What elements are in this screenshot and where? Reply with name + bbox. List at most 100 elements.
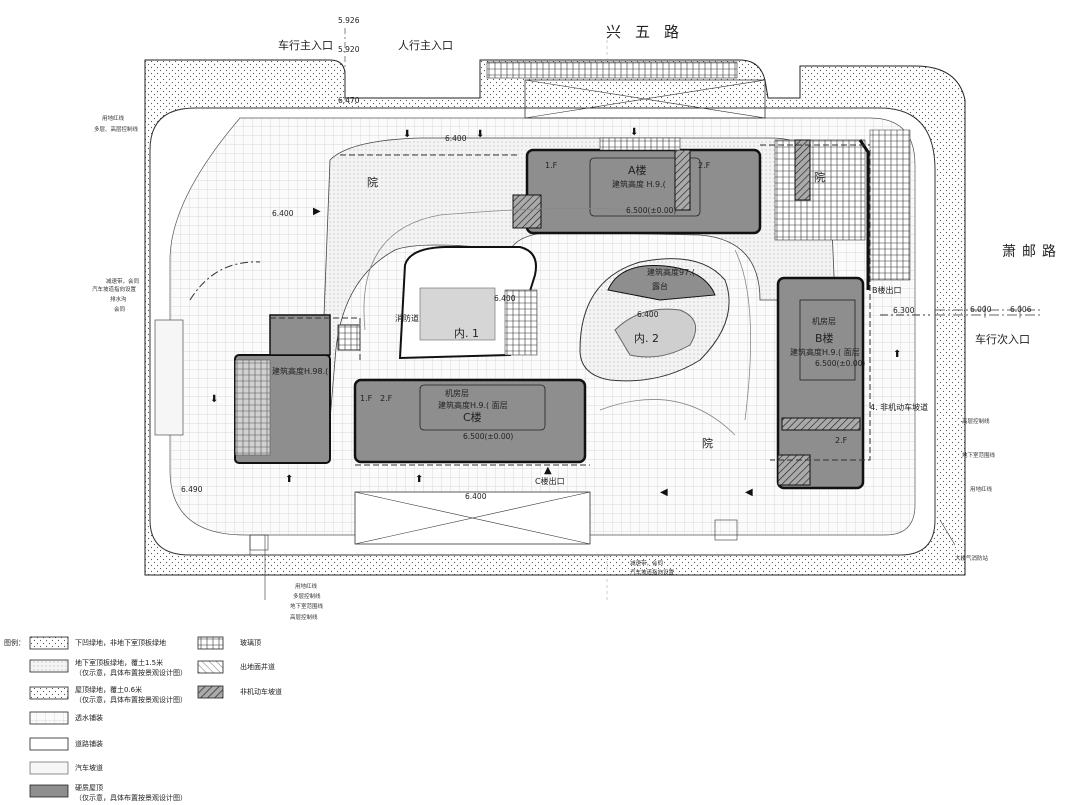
building-a-elev: 6.500(±0.00): [626, 206, 677, 215]
road-north-label: 兴五路: [606, 23, 694, 41]
legend-item-1: 下凹绿地，非地下室顶板绿地: [75, 639, 166, 647]
legend-swatch-1: [29, 636, 69, 650]
legend-item-3: 屋顶绿地，覆土0.6米: [75, 686, 143, 694]
legend-swatch-7: [29, 784, 69, 798]
legend-swatch-6: [29, 761, 69, 775]
elev-6300: 6.300: [893, 306, 915, 315]
legend-item-9: 出地面井道: [240, 663, 275, 671]
annot-left-3: 减速带，会同: [106, 279, 140, 285]
annot-left-1: 用地红线: [102, 116, 125, 122]
elev-5920: 5.920: [338, 45, 360, 54]
arrow-icon: ⬇: [476, 129, 485, 140]
building-a: [525, 148, 762, 235]
west-ramp: [154, 319, 184, 436]
annot-bottom-3: 地下室范围线: [290, 604, 324, 610]
vehicle-main-entrance: 车行主入口: [278, 39, 333, 52]
arrow-icon: ⬇: [630, 127, 639, 138]
legend-item-7-note: （仅示意，具体布置按景观设计图）: [75, 794, 187, 802]
annot-right-3: 用地红线: [970, 487, 993, 493]
legend-item-3-note: （仅示意，具体布置按景观设计图）: [75, 696, 187, 704]
annot-left-2: 多层、高层控制线: [94, 127, 139, 133]
elev-6006: 6.006: [1010, 305, 1032, 314]
building-a-height: 建筑高度 H.9.(: [612, 180, 666, 189]
north-strip: [486, 61, 738, 79]
ramp-exit-b: B楼出口: [872, 286, 902, 295]
arrow-icon: ⬇: [403, 129, 412, 140]
arrow-icon: ▶: [313, 206, 321, 217]
legend-item-8: 玻璃顶: [240, 639, 261, 647]
legend-swatch-8: [197, 636, 224, 650]
fire-road-label: 消防道: [395, 314, 419, 323]
building-b-room: 机房层: [812, 317, 836, 326]
building-c-elev: 6.500(±0.00): [463, 432, 514, 441]
annot-left-4: 汽车坡道指向设置: [92, 287, 137, 293]
legend-item-7: 硬质屋顶: [75, 784, 103, 792]
building-b-height: 建筑高度H.9.( 面层: [790, 348, 860, 357]
vehicle-secondary-entrance: 车行次入口: [975, 333, 1030, 346]
court-3: 院: [702, 437, 713, 450]
building-b: [776, 276, 865, 490]
platform-name: 露台: [652, 282, 668, 291]
legend-swatch-3: [29, 686, 69, 700]
building-c: [353, 378, 587, 464]
building-a-floor-2: 2.F: [698, 161, 711, 170]
road-east-label: 萧邮路: [1002, 244, 1062, 260]
legend-item-6: 汽车坡道: [75, 764, 103, 772]
elev-6400-top: 6.400: [445, 134, 467, 143]
legend-swatch-4: [29, 711, 69, 725]
arrow-icon: ⬆: [415, 474, 424, 485]
platform-top: [607, 265, 716, 301]
court-2: 院: [814, 171, 825, 184]
building-c-name: C楼: [463, 411, 482, 424]
legend-swatch-2: [29, 659, 69, 673]
court-1: 院: [367, 176, 378, 189]
legend-item-2-note: （仅示意，具体布置按景观设计图）: [75, 669, 187, 677]
arrow-icon: ⬇: [210, 394, 219, 405]
building-c-floor-2: 2.F: [380, 394, 393, 403]
arrow-icon: ▲: [544, 465, 552, 476]
building-c-floor-1: 1.F: [360, 394, 373, 403]
building-a-name: A楼: [628, 164, 647, 177]
building-left-height: 建筑高度H.98.(: [272, 367, 329, 376]
elev-6000: 6.000: [970, 305, 992, 314]
annot-right-1: 高层控制线: [962, 419, 990, 425]
elev-6400-c: 6.400: [637, 310, 659, 319]
annot-bottom-1: 用地红线: [295, 584, 318, 590]
annot-bottom-center-1: 减速带，会同: [630, 561, 664, 567]
building-b-name: B楼: [815, 332, 834, 345]
legend-item-4: 透水铺装: [75, 714, 103, 722]
building-b-elev: 6.500(±0.00): [815, 359, 866, 368]
annot-left-6: 会同: [114, 307, 126, 313]
building-b-floor: 2.F: [835, 436, 848, 445]
elev-6470: 6.470: [338, 96, 360, 105]
legend-item-5: 道路铺装: [75, 740, 103, 748]
legend-swatch-10: [197, 685, 224, 699]
legend-swatch-9: [197, 660, 224, 674]
east-strip: [869, 129, 911, 281]
elev-6400-left: 6.400: [272, 209, 294, 218]
pedestrian-main-entrance: 人行主入口: [398, 39, 453, 52]
bike-ramp-label: 4. 非机动车坡道: [870, 403, 929, 412]
inner2-court: [614, 308, 697, 358]
arrow-icon: ⬆: [285, 474, 294, 485]
building-c-room: 机房层: [445, 389, 469, 398]
ramp-exit-c: C楼出口: [535, 477, 565, 486]
annot-bottom-4: 高层控制线: [290, 615, 318, 621]
annot-left-5: 排水沟: [110, 297, 127, 303]
elev-6490: 6.490: [181, 485, 203, 494]
legend-swatch-5: [29, 737, 69, 751]
elev-5926: 5.926: [338, 16, 360, 25]
platform-height: 建筑高度97.(: [647, 268, 695, 277]
inner-court-1: 内. 1: [454, 327, 479, 340]
annot-bottom-2: 多层控制线: [293, 594, 321, 600]
elev-6400-center: 6.400: [494, 294, 516, 303]
arrow-icon: ⬆: [893, 349, 902, 360]
annot-right-2: 地下室范围线: [962, 453, 996, 459]
arrow-icon: ◀: [660, 487, 668, 498]
inner-court-2: 内. 2: [634, 332, 659, 345]
elev-6400-bottom: 6.400: [465, 492, 487, 501]
legend-item-10: 非机动车坡道: [240, 688, 282, 696]
annot-right-4: 大楼气消防站: [955, 556, 989, 562]
legend-item-2: 地下室顶板绿地，覆土1.5米: [75, 659, 164, 667]
